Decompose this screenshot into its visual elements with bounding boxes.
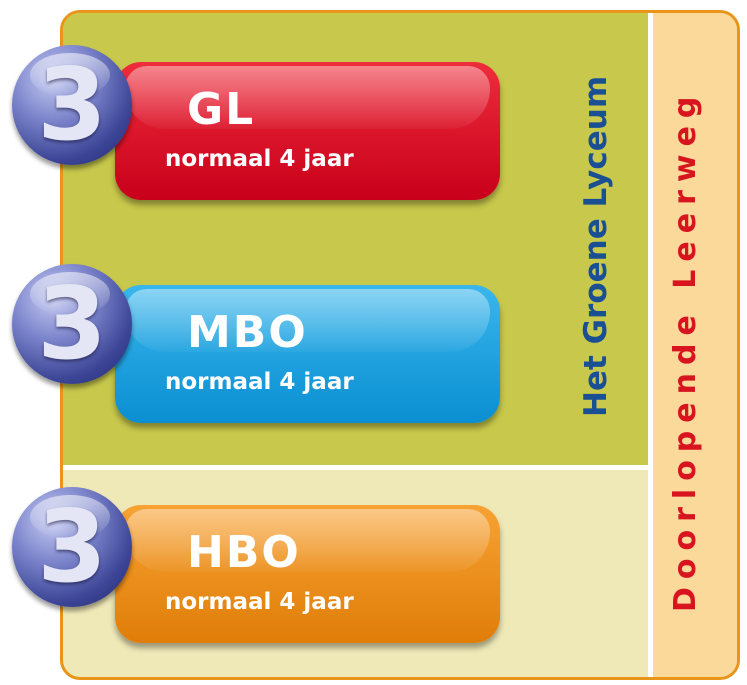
track-mbo-box: MBO normaal 4 jaar bbox=[115, 285, 500, 423]
panel-divider bbox=[63, 465, 648, 470]
track-mbo-duration: normaal 4 jaar bbox=[165, 369, 354, 395]
track-gl-badge-number: 3 bbox=[37, 46, 107, 163]
track-mbo-number-badge: 3 bbox=[12, 264, 132, 384]
column-divider bbox=[648, 13, 653, 677]
track-hbo-number-badge: 3 bbox=[12, 487, 132, 607]
track-hbo-duration: normaal 4 jaar bbox=[165, 589, 354, 615]
track-mbo-title: MBO bbox=[187, 307, 308, 358]
track-gl-number-badge: 3 bbox=[12, 45, 132, 165]
het-groene-lyceum-label: Het Groene Lyceum bbox=[578, 75, 614, 417]
doorlopende-leerweg-label: Doorlopende Leerweg bbox=[668, 88, 703, 612]
track-hbo-title: HBO bbox=[187, 527, 301, 578]
track-gl-box: GL normaal 4 jaar bbox=[115, 62, 500, 200]
track-hbo-box: HBO normaal 4 jaar bbox=[115, 505, 500, 643]
track-gl-duration: normaal 4 jaar bbox=[165, 146, 354, 172]
track-gl-title: GL bbox=[187, 84, 256, 135]
leerweg-column bbox=[653, 13, 737, 677]
track-hbo-badge-number: 3 bbox=[37, 488, 107, 605]
track-mbo-badge-number: 3 bbox=[37, 265, 107, 382]
